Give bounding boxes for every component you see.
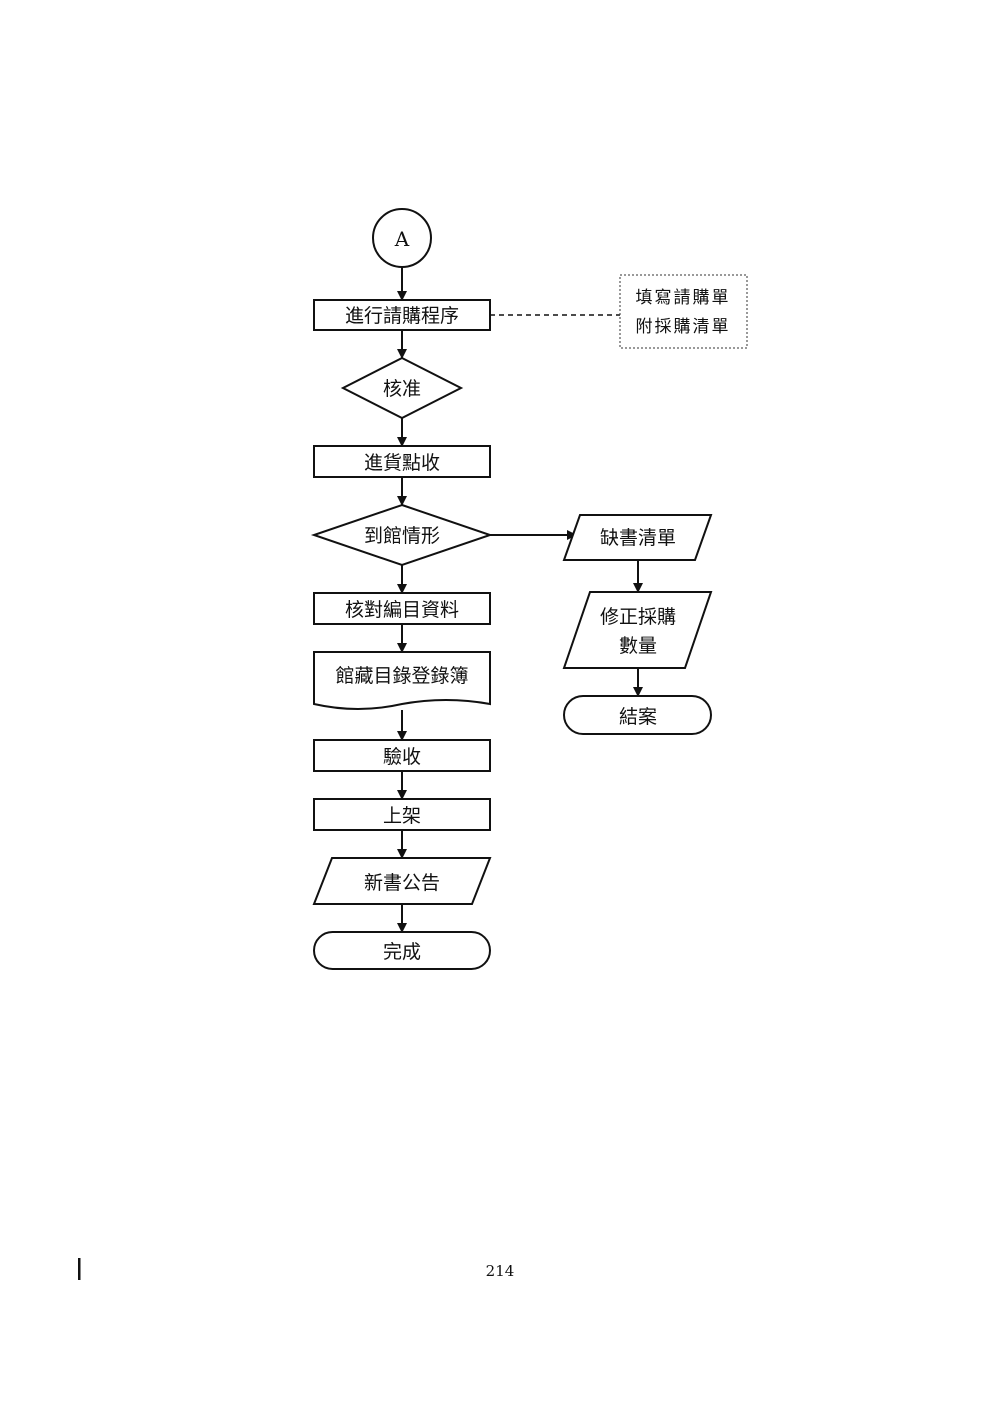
connector-a-label: A <box>394 227 410 251</box>
document-register-book-label: 館藏目錄登錄簿 <box>335 665 468 687</box>
process-check-catalog <box>313 592 491 625</box>
data-revise-quantity-label-line2: 數量 <box>619 635 657 657</box>
process-shelving <box>313 798 491 831</box>
change-bar <box>78 1258 81 1280</box>
process-purchase-request-label: 進行請購程序 <box>345 305 459 327</box>
decision-approval <box>340 356 464 420</box>
process-acceptance-label: 驗收 <box>383 746 421 768</box>
process-check-catalog-label: 核對編目資料 <box>345 599 459 621</box>
data-revise-quantity-label-line1: 修正採購 <box>600 606 676 628</box>
process-receiving-label: 進貨點收 <box>364 452 440 474</box>
data-new-book-notice-label: 新書公告 <box>364 872 440 894</box>
data-revise-quantity <box>562 591 713 669</box>
terminal-close-case-label: 結案 <box>619 706 657 728</box>
terminal-complete <box>313 931 491 970</box>
decision-arrival-status <box>310 503 494 567</box>
annotation-line1: 填寫請購單 <box>636 288 731 308</box>
process-shelving-label: 上架 <box>383 805 421 827</box>
decision-arrival-status-label: 到館情形 <box>364 525 440 547</box>
connector-a-circle <box>372 208 432 268</box>
process-purchase-request <box>313 299 491 331</box>
decision-approval-label: 核准 <box>383 378 421 400</box>
data-missing-list-label: 缺書清單 <box>600 527 676 549</box>
terminal-complete-label: 完成 <box>383 941 421 963</box>
annotation-box <box>619 274 748 349</box>
terminal-close-case <box>563 695 712 735</box>
page-number: 214 <box>486 1262 515 1280</box>
process-receiving <box>313 445 491 478</box>
process-acceptance <box>313 739 491 772</box>
data-new-book-notice <box>312 857 492 905</box>
data-missing-list <box>562 514 713 561</box>
document-register-book <box>313 651 491 710</box>
annotation-line2: 附採購清單 <box>636 317 731 337</box>
